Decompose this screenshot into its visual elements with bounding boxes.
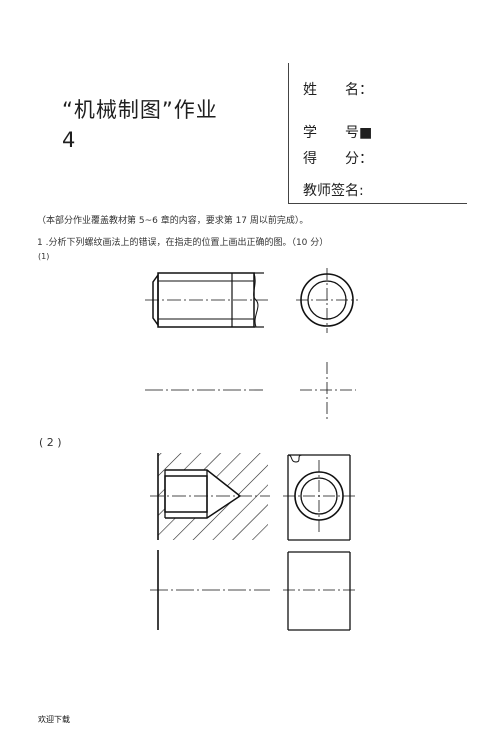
problem-2-hole-end-view bbox=[283, 454, 356, 541]
problem-1-label: (1) bbox=[38, 252, 50, 261]
student-id-field-label: 学 号■ bbox=[303, 125, 373, 141]
name-field-label: 姓 名： bbox=[303, 82, 373, 98]
task-1-instruction: 1 .分析下列螺纹画法上的错误，在指走的位置上画出正确的图。（10 分） bbox=[37, 238, 329, 248]
footer-text: 欢迎下载 bbox=[38, 715, 70, 724]
page-title: “机械制图”作业 bbox=[62, 98, 218, 122]
assignment-scope-note: （本部分作业覆盖教材第 5~6 章的内容，要求第 17 周以前完成）。 bbox=[37, 216, 309, 226]
problem-1-shaft-end-view bbox=[296, 268, 358, 333]
problem-1-answer-centerlines bbox=[145, 362, 356, 420]
info-box bbox=[288, 63, 467, 204]
problem-2-label: ( 2 ) bbox=[39, 436, 62, 449]
problem-2-answer-area bbox=[150, 550, 356, 631]
problem-2-hole-section-view bbox=[150, 453, 270, 540]
score-field-label: 得 分： bbox=[303, 151, 373, 167]
problem-1-shaft-side-view bbox=[145, 272, 268, 328]
teacher-signature-label: 教师签名: bbox=[303, 183, 364, 199]
page-title-number: 4 bbox=[62, 128, 76, 152]
